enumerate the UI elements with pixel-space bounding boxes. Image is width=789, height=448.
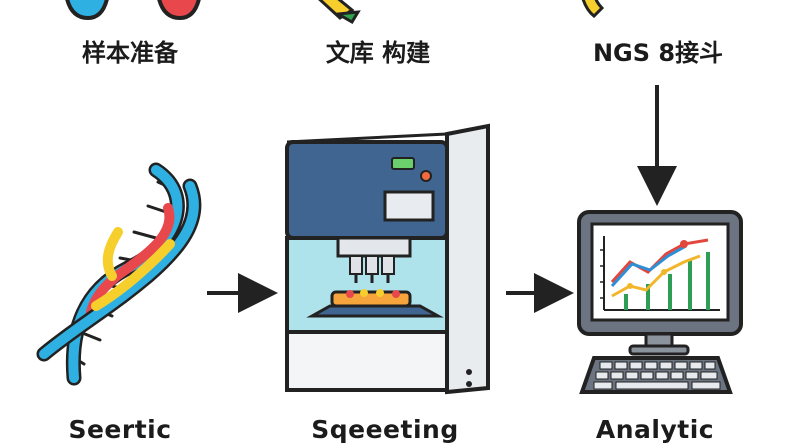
step-label-analytic: Analytic [595,415,715,444]
step-label-library-build: 文库 构建 [325,39,431,67]
sequencer-machine-icon [285,123,490,395]
ngs-tool-icon [581,0,605,18]
step-label-seertic: Seertic [68,415,172,444]
step-label-sequencing: Sqeeeting [311,415,459,444]
computer-icon [577,210,743,394]
pipette-icon [318,0,361,25]
step-label-ngs: NGS 8接斗 [592,39,724,67]
dna-helix-icon [36,162,202,386]
sample-tubes-icon [65,0,201,21]
step-label-sample-prep: 样本准备 [82,39,178,67]
